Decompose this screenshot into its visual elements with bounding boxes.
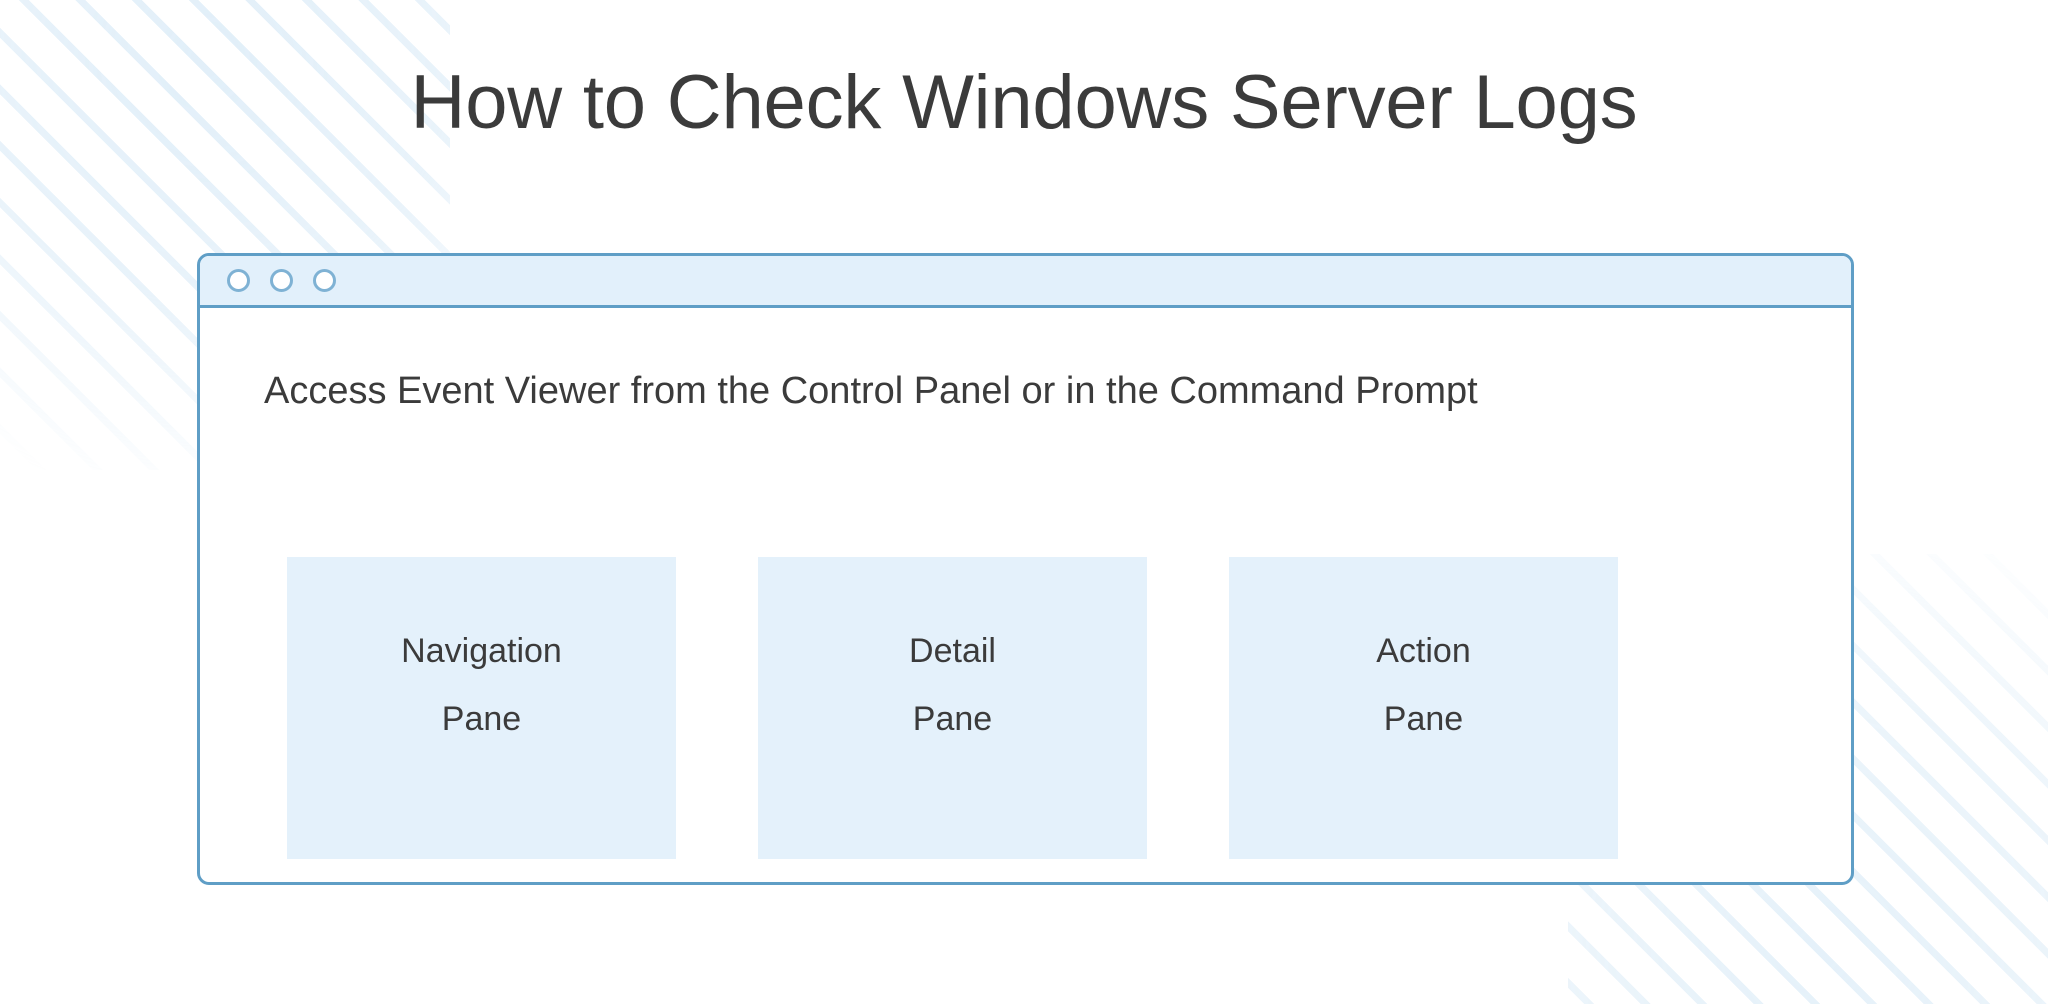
detail-pane-label-line2: Pane <box>912 700 993 738</box>
navigation-pane-label-line2: Pane <box>441 700 522 738</box>
window-dot-2-icon[interactable] <box>270 269 293 292</box>
window-body: Access Event Viewer from the Control Pan… <box>200 308 1851 882</box>
action-pane-box[interactable]: Action Pane <box>1229 557 1618 859</box>
lead-instruction-text: Access Event Viewer from the Control Pan… <box>264 370 1478 412</box>
page-title: How to Check Windows Server Logs <box>410 60 1638 145</box>
action-pane-label-line2: Pane <box>1383 700 1464 738</box>
detail-pane-label-line1: Detail <box>909 632 996 670</box>
navigation-pane-box[interactable]: Navigation Pane <box>287 557 676 859</box>
window-dot-3-icon[interactable] <box>313 269 336 292</box>
detail-pane-box[interactable]: Detail Pane <box>758 557 1147 859</box>
window-dot-1-icon[interactable] <box>227 269 250 292</box>
window-controls <box>227 256 336 305</box>
browser-window-mock: Access Event Viewer from the Control Pan… <box>197 253 1854 885</box>
pane-row: Navigation Pane Detail Pane Action Pane <box>287 557 1677 859</box>
window-titlebar <box>200 256 1851 308</box>
navigation-pane-label-line1: Navigation <box>401 632 562 670</box>
action-pane-label-line1: Action <box>1376 632 1471 670</box>
